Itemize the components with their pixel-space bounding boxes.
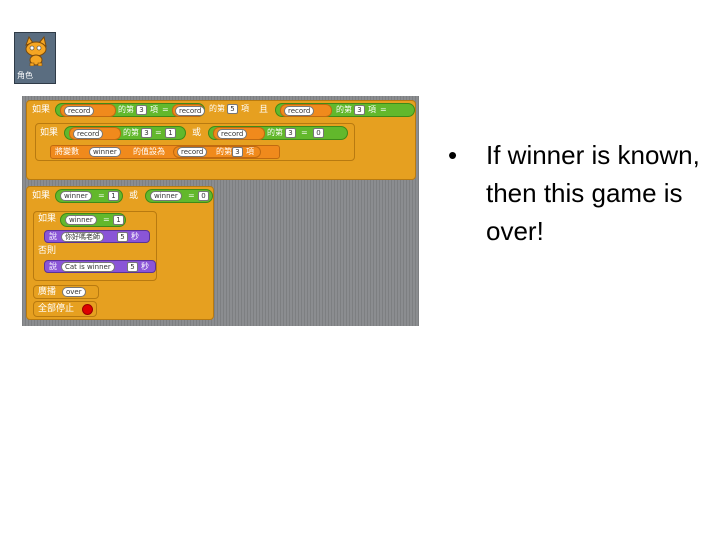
say-seconds-input[interactable]: 5 — [117, 232, 128, 242]
if-else-block[interactable]: 如果 winner = 1 說 你好嗎老師 5 秒 否則 說 Cat is wi… — [33, 211, 157, 281]
equals-condition-4[interactable]: record 的第 3 = 0 — [208, 126, 348, 140]
equals-sign: = — [380, 105, 387, 114]
stop-sign-icon — [82, 304, 93, 315]
broadcast-message-input[interactable]: over — [62, 287, 86, 297]
else-label: 否則 — [38, 246, 57, 256]
record-var[interactable]: record — [175, 106, 206, 116]
record-reporter[interactable]: record — [172, 104, 206, 117]
letter-of-label: 的第 — [267, 128, 283, 137]
winner-equals-0[interactable]: winner = 0 — [145, 189, 213, 203]
say-text-input[interactable]: Cat is winner — [61, 262, 115, 272]
letter-of-label: 的第 — [123, 128, 139, 137]
index-input[interactable]: 3 — [136, 105, 147, 115]
if-label: 如果 — [32, 105, 51, 115]
equals-sign: = — [98, 191, 105, 200]
compare-value[interactable]: 0 — [198, 191, 209, 201]
set-label: 將變數 — [55, 147, 79, 156]
broadcast-block[interactable]: 廣播 over — [33, 285, 99, 299]
seconds-label: 秒 — [141, 262, 149, 271]
index-input[interactable]: 5 — [227, 104, 238, 114]
set-variable-block[interactable]: 將變數 winner 的值設為 record 的第 3 項 — [50, 145, 280, 159]
winner-equals-1[interactable]: winner = 1 — [60, 213, 126, 227]
equals-condition-2[interactable]: record 的第 3 項 = — [275, 103, 415, 117]
index-input[interactable]: 3 — [285, 128, 296, 138]
compare-value[interactable]: 1 — [165, 128, 176, 138]
record-var[interactable]: record — [64, 106, 95, 116]
if-label: 如果 — [38, 214, 57, 224]
stop-all-block[interactable]: 全部停止 — [33, 301, 97, 317]
equals-condition-1[interactable]: record 的第 3 項 = record — [55, 103, 206, 117]
record-reporter[interactable]: record — [69, 127, 121, 140]
or-label: 或 — [192, 128, 202, 138]
letter-of-label: 的第 — [216, 147, 232, 156]
letter-of-label: 的第 — [209, 104, 225, 113]
if-label: 如果 — [40, 128, 59, 138]
say-text-input[interactable]: 你好嗎老師 — [61, 232, 104, 242]
winner-equals-1[interactable]: winner = 1 — [55, 189, 123, 203]
record-var[interactable]: record — [73, 129, 104, 139]
winner-var[interactable]: winner — [150, 191, 182, 201]
index-input[interactable]: 3 — [232, 147, 243, 157]
say-label: 說 — [49, 232, 57, 241]
if-block-2[interactable]: 如果 winner = 1 或 winner = 0 如果 winner = 1… — [26, 186, 214, 320]
winner-var[interactable]: winner — [89, 147, 121, 157]
say-block-1[interactable]: 說 你好嗎老師 5 秒 — [44, 230, 150, 243]
sprite-thumbnail[interactable]: 角色 — [14, 32, 56, 84]
winner-var[interactable]: winner — [65, 215, 97, 225]
item-label: 項 — [246, 147, 254, 156]
equals-sign: = — [162, 105, 169, 114]
record-var[interactable]: record — [217, 129, 248, 139]
if-block-nested[interactable]: 如果 record 的第 3 = 1 或 record 的第 3 = 0 — [35, 123, 355, 161]
record-var[interactable]: record — [284, 106, 315, 116]
index-input[interactable]: 3 — [141, 128, 152, 138]
equals-sign: = — [103, 215, 110, 224]
record-reporter[interactable]: record — [213, 127, 265, 140]
say-seconds-input[interactable]: 5 — [127, 262, 138, 272]
bullet-symbol: • — [448, 140, 458, 170]
bullet-text: If winner is known, then this game is ov… — [486, 140, 700, 246]
equals-condition-3[interactable]: record 的第 3 = 1 — [64, 126, 186, 140]
letter-of-label: 的第 — [336, 105, 352, 114]
script-area[interactable]: 如果 record 的第 3 項 = record 的第 5 項 且 recor… — [22, 96, 419, 326]
index-input[interactable]: 3 — [354, 105, 365, 115]
winner-var[interactable]: winner — [60, 191, 92, 201]
stop-all-label: 全部停止 — [38, 304, 75, 314]
sprite-label: 角色 — [17, 71, 33, 80]
record-reporter[interactable]: record — [60, 104, 116, 117]
compare-value[interactable]: 1 — [108, 191, 119, 201]
compare-value[interactable]: 1 — [113, 215, 124, 225]
item-label: 項 — [150, 105, 158, 114]
seconds-label: 秒 — [131, 232, 139, 241]
item-label: 項 — [368, 105, 376, 114]
say-block-2[interactable]: 說 Cat is winner 5 秒 — [44, 260, 156, 273]
record-var[interactable]: record — [177, 147, 208, 157]
and-label: 且 — [259, 105, 269, 115]
if-label: 如果 — [32, 191, 51, 201]
say-label: 說 — [49, 262, 57, 271]
cat-icon — [25, 36, 47, 66]
set-to-label: 的值設為 — [133, 147, 165, 156]
equals-sign: = — [188, 191, 195, 200]
record-letter-reporter[interactable]: record 的第 3 項 — [173, 146, 261, 158]
letter-of-label: 的第 — [118, 105, 134, 114]
equals-sign: = — [301, 128, 308, 137]
record-reporter[interactable]: record — [280, 104, 332, 117]
broadcast-label: 廣播 — [38, 287, 57, 297]
if-block-1[interactable]: 如果 record 的第 3 項 = record 的第 5 項 且 recor… — [26, 100, 416, 180]
compare-value[interactable]: 0 — [313, 128, 324, 138]
item-label: 項 — [241, 104, 249, 113]
or-label: 或 — [129, 191, 139, 201]
equals-sign: = — [155, 128, 162, 137]
